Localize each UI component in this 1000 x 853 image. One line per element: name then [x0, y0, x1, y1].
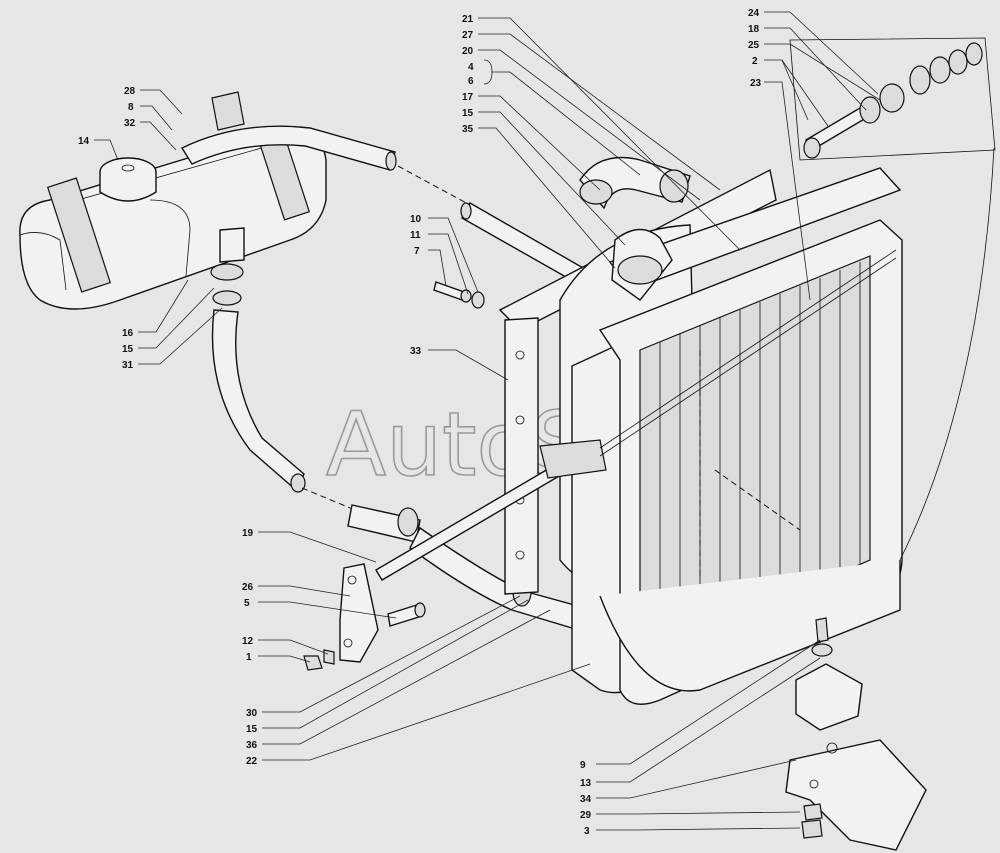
callout-28: 28: [124, 86, 136, 97]
callout-9: 9: [580, 760, 586, 771]
radiator: [498, 167, 903, 705]
callout-labels: 21 27 20 4 6 17 15 35 24 18 25 2 23 28 8…: [78, 8, 762, 837]
callout-5: 5: [244, 598, 250, 609]
callout-29: 29: [580, 810, 592, 821]
callout-33: 33: [410, 346, 422, 357]
callout-13: 13: [580, 778, 592, 789]
callout-11: 11: [410, 230, 421, 241]
stay-rod: [375, 249, 897, 581]
callout-26: 26: [242, 582, 254, 593]
callout-16: 16: [122, 328, 134, 339]
callout-22: 22: [246, 756, 258, 767]
callout-17: 17: [462, 92, 474, 103]
callout-8: 8: [128, 102, 134, 113]
callout-25: 25: [748, 40, 760, 51]
callout-34: 34: [580, 794, 592, 805]
callout-36: 36: [246, 740, 258, 751]
callout-7: 7: [414, 246, 420, 257]
callout-30: 30: [246, 708, 258, 719]
callout-18: 18: [748, 24, 760, 35]
callout-32: 32: [124, 118, 136, 129]
callout-4: 4: [468, 62, 474, 73]
callout-6: 6: [468, 76, 474, 87]
mount-hardware-inset: [789, 37, 996, 561]
callout-14: 14: [78, 136, 90, 147]
bolt-set-7: [433, 281, 485, 309]
callout-21: 21: [462, 14, 474, 25]
callout-2: 2: [752, 56, 758, 67]
callout-19: 19: [242, 528, 254, 539]
callout-23: 23: [750, 78, 762, 89]
bottom-mount: [785, 617, 927, 851]
callout-31: 31: [122, 360, 134, 371]
callout-15-top: 15: [462, 108, 474, 119]
expansion-tank: [19, 91, 327, 310]
elbow-hoses: [579, 156, 691, 301]
callout-15-left: 15: [122, 344, 134, 355]
callout-10: 10: [410, 214, 422, 225]
bracket: [303, 563, 426, 671]
callout-1: 1: [246, 652, 252, 663]
callout-20: 20: [462, 46, 474, 57]
lower-hose: [210, 263, 579, 629]
leader-lines: [94, 11, 881, 831]
callout-15-bottom: 15: [246, 724, 258, 735]
callout-3: 3: [584, 826, 590, 837]
callout-35: 35: [462, 124, 474, 135]
callout-27: 27: [462, 30, 474, 41]
callout-24: 24: [748, 8, 760, 19]
callout-12: 12: [242, 636, 254, 647]
